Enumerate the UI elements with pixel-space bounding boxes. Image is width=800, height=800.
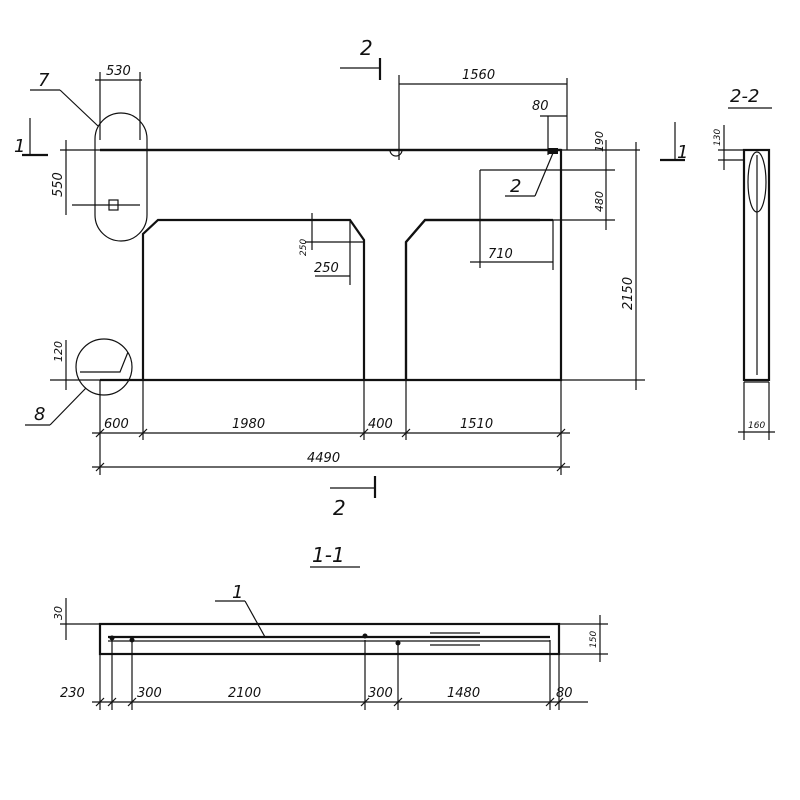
dim-550-label: 550 [51, 172, 66, 197]
dim-400-label: 400 [368, 417, 393, 432]
lifting-loop-oval [94, 112, 148, 242]
dim-250-h-label: 250 [314, 261, 339, 276]
callout-8-leader [49, 387, 87, 426]
dim-30-label: 30 [52, 606, 65, 620]
section-1-1-view: 1-1 1 30 150 [52, 543, 608, 710]
dim-ticks-bottom [95, 428, 566, 472]
callout-8-label: 8 [34, 404, 45, 425]
dim-80-label-section: 80 [556, 686, 573, 701]
dim-4490-label: 4490 [307, 451, 340, 466]
callout-7-label: 7 [38, 70, 50, 91]
dim-300a-label: 300 [137, 686, 162, 701]
dim-1510-label: 1510 [460, 417, 493, 432]
callout-2-label: 2 [510, 176, 521, 197]
dim-ticks-section-1-1 [95, 697, 564, 707]
section-2-2-view: 2-2 130 160 [713, 86, 775, 440]
dim-1980-label: 1980 [232, 417, 265, 432]
section-2-top-label: 2 [360, 36, 373, 60]
section-1-1-bar-dot-1 [109, 635, 115, 641]
callout-2-leader [534, 152, 554, 197]
panel-right-leg [404, 218, 553, 380]
dim-190-label: 190 [593, 131, 606, 152]
callout-1-label: 1 [232, 582, 243, 603]
dim-710-label: 710 [488, 247, 513, 262]
embedded-plate [548, 148, 558, 154]
callout-1-leader [244, 600, 266, 638]
dim-1560-label: 1560 [462, 68, 495, 83]
section-2-2-title: 2-2 [730, 86, 759, 107]
section-2-bottom-label: 2 [333, 496, 346, 520]
section-1-right-label: 1 [677, 142, 688, 163]
top-mark-notch [389, 149, 403, 157]
plan-view: 530 1560 80 190 480 2150 710 550 120 250… [14, 36, 688, 520]
detail-circle [75, 338, 133, 396]
section-1-1-outline [98, 622, 561, 656]
dim-80-label: 80 [532, 99, 549, 114]
callout-7-leader [59, 89, 99, 127]
detail-bracket [80, 351, 129, 373]
section-1-1-title: 1-1 [312, 543, 345, 567]
dim-2150-label: 2150 [621, 277, 636, 310]
dim-2100-label: 2100 [228, 686, 261, 701]
dim-230-label: 230 [60, 686, 85, 701]
section-1-left-label: 1 [14, 136, 25, 157]
dim-1480-label: 1480 [447, 686, 480, 701]
dim-300b-label: 300 [368, 686, 393, 701]
dim-120-label: 120 [52, 341, 65, 362]
dim-600-label: 600 [104, 417, 129, 432]
dim-ext-section-1-1 [99, 640, 560, 710]
section-2-2-dim-160: 160 [748, 421, 765, 431]
section-2-2-dim-130: 130 [713, 129, 723, 146]
dim-480-label: 480 [593, 191, 606, 212]
dim-250-v-label: 250 [299, 239, 309, 256]
dim-530-label: 530 [106, 64, 131, 79]
section-1-1-bar-dot-3 [362, 633, 368, 639]
dim-150-label: 150 [589, 631, 599, 648]
